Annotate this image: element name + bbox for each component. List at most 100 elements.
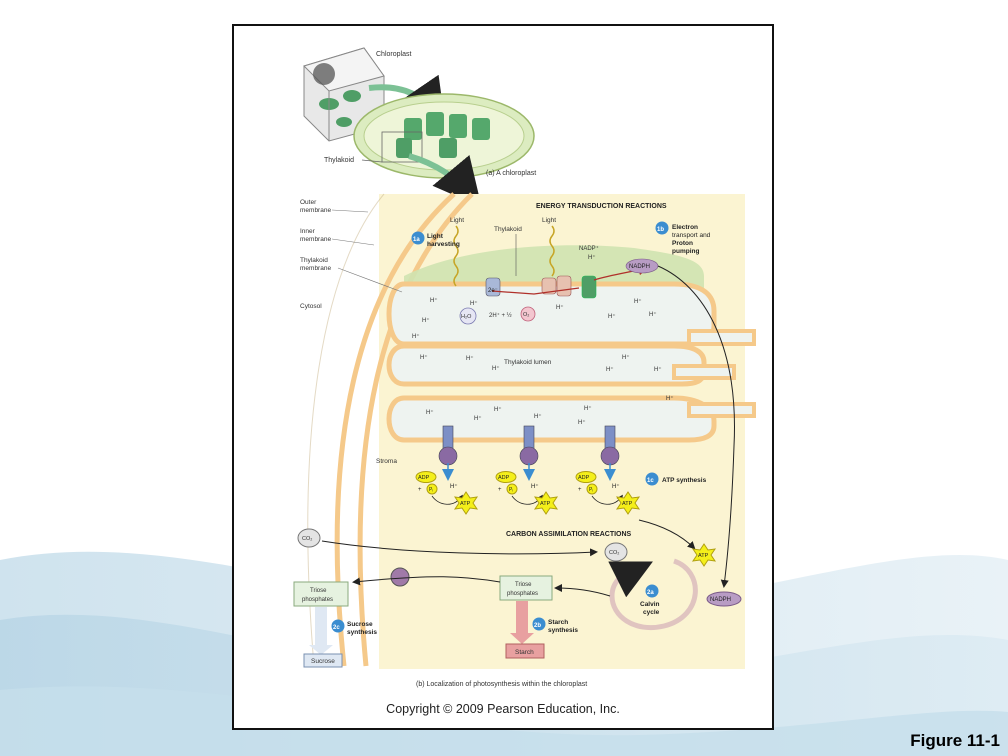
- chloroplast-label: Chloroplast: [376, 51, 411, 58]
- thylakoid-top-label: Thylakoid: [494, 226, 522, 233]
- calvin-to-triose-arrow: [554, 584, 611, 597]
- badge-2c: [331, 619, 345, 633]
- sucrose-arrow-body: [315, 607, 327, 645]
- co2-import-arrow: [321, 540, 598, 557]
- sucrose-arrow-head: [309, 645, 333, 655]
- svg-text:+: +: [578, 487, 582, 493]
- svg-text:Pᵢ: Pᵢ: [509, 487, 513, 493]
- svg-text:H⁺: H⁺: [466, 355, 474, 362]
- atp-calvin: [691, 543, 717, 567]
- svg-text:H⁺: H⁺: [492, 365, 500, 372]
- adp-atp-group-3: ADP + Pᵢ ATP H⁺: [575, 471, 641, 515]
- atp-synthesis-label: ATP synthesis: [662, 477, 707, 484]
- svg-text:phosphates: phosphates: [302, 597, 333, 603]
- svg-text:H⁺: H⁺: [420, 354, 428, 361]
- svg-text:H⁺: H⁺: [649, 311, 657, 318]
- badge-1a: [411, 231, 425, 245]
- figure-label: Figure 11-1: [910, 731, 1000, 750]
- copyright-text: Copyright © 2009 Pearson Education, Inc.: [386, 702, 620, 716]
- inner-membrane-label-2: membrane: [300, 236, 331, 243]
- svg-text:+: +: [418, 487, 422, 493]
- adp-atp-group-2: ADP + Pᵢ ATP H⁺: [495, 471, 559, 515]
- nadph-flow-arrow: [657, 265, 735, 588]
- svg-text:H⁺: H⁺: [622, 354, 630, 361]
- triose-cytosol-box: [293, 581, 349, 607]
- calvin-label-2: cycle: [643, 609, 660, 616]
- light-wave-right: [549, 225, 555, 277]
- starch-box: [505, 643, 545, 659]
- thylakoid-membrane-label-1: Thylakoid: [300, 257, 328, 264]
- svg-text:ADP: ADP: [498, 475, 510, 481]
- h2o-label: H₂O: [461, 314, 472, 320]
- svg-text:H⁺: H⁺: [654, 366, 662, 373]
- sucrose-synthesis-label-2: synthesis: [347, 629, 377, 636]
- svg-text:H⁺: H⁺: [412, 333, 420, 340]
- starch-synthesis-label-2: synthesis: [548, 627, 578, 634]
- nadph-calvin: [706, 591, 742, 607]
- sucrose-synthesis-label-1: Sucrose: [347, 621, 373, 628]
- badge-1b: [655, 221, 669, 235]
- badge-1c: [645, 472, 659, 486]
- sucrose-box: [303, 653, 343, 668]
- co2-cytosol: [297, 528, 321, 548]
- photosystem-complexes: [485, 265, 649, 299]
- svg-text:1c: 1c: [647, 478, 654, 484]
- two-electrons-label: 2e⁻: [488, 288, 498, 294]
- cytosol-label: Cytosol: [300, 303, 322, 310]
- svg-text:H⁺: H⁺: [422, 317, 430, 324]
- inner-membrane-label-1: Inner: [300, 228, 316, 235]
- atp-synthase-3: [600, 425, 620, 481]
- electron-transport-label-3: Proton: [672, 240, 693, 247]
- triose-export-arrow: [352, 576, 501, 586]
- svg-text:Triose: Triose: [515, 582, 532, 588]
- svg-text:H⁺: H⁺: [606, 366, 614, 373]
- svg-text:1a: 1a: [413, 237, 420, 243]
- svg-text:NADPH: NADPH: [710, 597, 731, 603]
- outer-membrane-label-2: membrane: [300, 207, 331, 214]
- svg-text:H⁺: H⁺: [430, 297, 438, 304]
- atp-to-calvin-arrow: [638, 519, 696, 550]
- h-plus-nadp: H⁺: [588, 254, 596, 261]
- svg-text:ADP: ADP: [418, 475, 430, 481]
- badge-2b: [532, 617, 546, 631]
- calvin-label-1: Calvin: [640, 601, 660, 608]
- svg-text:2b: 2b: [534, 623, 541, 629]
- two-h-half-label: 2H⁺ + ½: [489, 312, 512, 319]
- svg-text:+: +: [498, 487, 502, 493]
- badge-2a: [645, 584, 659, 598]
- co2-stroma: [604, 542, 628, 562]
- svg-text:CO₂: CO₂: [609, 550, 619, 556]
- proton-labels: H⁺ H⁺ H⁺ H⁺ H⁺ H⁺ H⁺ H⁺ H⁺ H⁺ H⁺ H⁺ H⁺ H…: [412, 297, 674, 426]
- svg-text:H⁺: H⁺: [494, 406, 502, 413]
- svg-text:ATP: ATP: [540, 501, 551, 507]
- starch-arrow-body: [516, 601, 528, 633]
- light-wave-left: [453, 225, 459, 287]
- svg-text:H⁺: H⁺: [612, 483, 620, 490]
- svg-text:H⁺: H⁺: [608, 313, 616, 320]
- svg-text:H⁺: H⁺: [578, 419, 586, 426]
- svg-text:Pᵢ: Pᵢ: [589, 487, 593, 493]
- svg-text:ADP: ADP: [578, 475, 590, 481]
- svg-text:H⁺: H⁺: [474, 415, 482, 422]
- svg-text:Pᵢ: Pᵢ: [429, 487, 433, 493]
- chloroplast-diagram: Chloroplast Thylakoid (a) A chloroplast: [293, 47, 756, 688]
- nadp-label: NADP⁺: [579, 245, 599, 252]
- light-harvesting-label-2: harvesting: [427, 241, 460, 248]
- light-harvesting-label-1: Light: [427, 233, 444, 240]
- svg-text:Sucrose: Sucrose: [311, 658, 335, 665]
- thylakoid-membrane-green: [404, 245, 704, 288]
- stroma-label: Stroma: [376, 458, 397, 465]
- figure-frame: Chloroplast Thylakoid (a) A chloroplast: [232, 24, 774, 730]
- thylakoid-membrane-label-2: membrane: [300, 265, 331, 272]
- svg-text:1b: 1b: [657, 227, 664, 233]
- svg-text:H⁺: H⁺: [584, 405, 592, 412]
- svg-text:H⁺: H⁺: [450, 483, 458, 490]
- o2-molecule: [520, 306, 536, 322]
- svg-text:H⁺: H⁺: [666, 395, 674, 402]
- outer-membrane-label-1: Outer: [300, 199, 317, 206]
- svg-text:H⁺: H⁺: [470, 300, 478, 307]
- electron-transport-label-1: Electron: [672, 224, 698, 231]
- svg-text:H⁺: H⁺: [531, 483, 539, 490]
- caption-a: (a) A chloroplast: [486, 170, 536, 177]
- svg-text:CO₂: CO₂: [302, 536, 312, 542]
